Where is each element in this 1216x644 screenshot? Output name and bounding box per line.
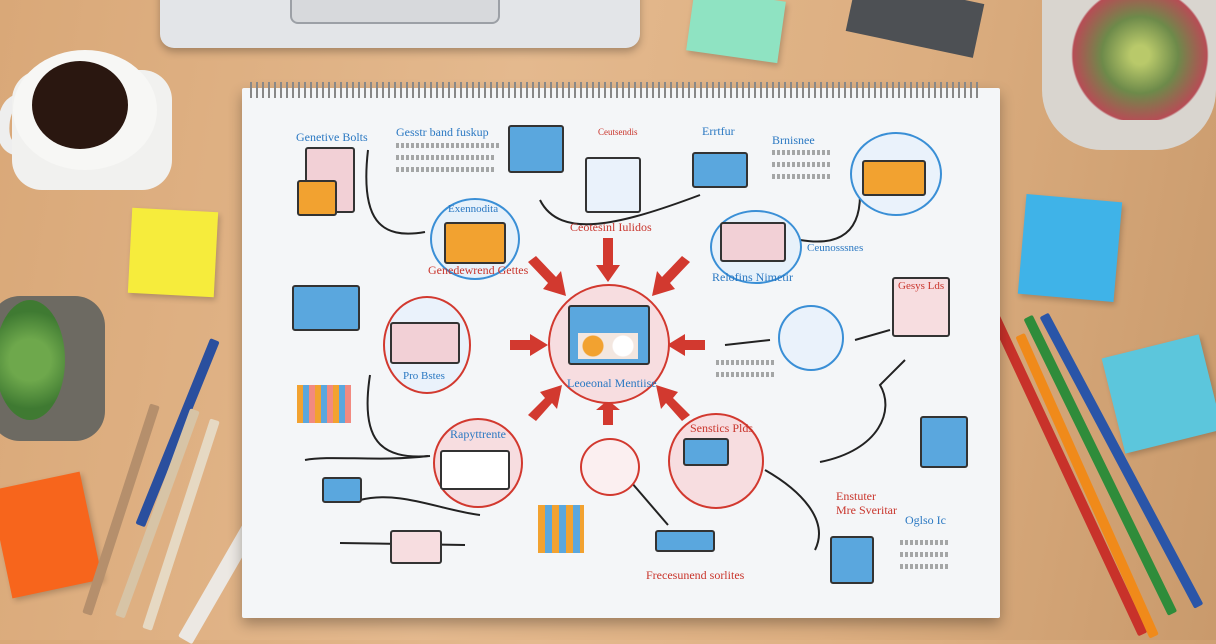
spiral-binding xyxy=(250,82,980,98)
scribble-text xyxy=(900,552,950,557)
label-pro-bstes: Pro Bstes xyxy=(403,370,445,382)
label-oglso: Oglso Ic xyxy=(905,513,946,527)
illustration-docs xyxy=(440,450,510,490)
illustration-pen-tablet xyxy=(508,125,564,173)
label-gesstr: Gesstr band fuskup xyxy=(396,125,489,139)
illustration-monitor xyxy=(692,152,748,188)
illustration-chart-small xyxy=(322,477,362,503)
illustration-bars-bottom xyxy=(538,505,584,553)
illustration-orange-card xyxy=(297,180,337,216)
illustration-cloud xyxy=(655,530,715,552)
label-enstuter: Enstuter xyxy=(836,489,876,503)
scribble-text xyxy=(716,372,776,377)
trackpad xyxy=(290,0,500,24)
label-ceotesinl: Ceotesinl Iulidos xyxy=(570,220,652,234)
label-frecesunend: Frecesunend sorlites xyxy=(646,568,745,582)
label-rapyttrente: Rapyttrente xyxy=(450,427,506,441)
scribble-text xyxy=(772,150,832,155)
illustration-play xyxy=(683,438,729,466)
scribble-text xyxy=(900,540,950,545)
label-brnisnee: Brnisnee xyxy=(772,133,815,147)
illustration-pink-doc xyxy=(720,222,786,262)
illustration-bars-left xyxy=(297,385,351,423)
label-gesys: Gesys Lds xyxy=(898,280,945,292)
scribble-text xyxy=(396,143,501,148)
label-genetive: Genetive Bolts xyxy=(296,130,368,144)
illustration-notes xyxy=(920,416,968,468)
illustration-folder xyxy=(892,277,950,337)
node-small-center xyxy=(580,438,640,496)
scribble-text xyxy=(772,162,832,167)
illustration-laptop xyxy=(390,530,442,564)
scribble-text xyxy=(396,167,494,172)
illustration-tablet xyxy=(830,536,874,584)
label-ceutsendis: Ceutsendis xyxy=(598,127,638,137)
succulent-plant xyxy=(0,300,65,420)
scribble-text xyxy=(716,360,776,365)
scribble-text xyxy=(772,174,832,179)
central-face-icons xyxy=(578,333,638,359)
node-icons-right xyxy=(778,305,844,371)
label-senstics: Senstics Plds xyxy=(690,421,754,435)
label-exennodita: Exennodita xyxy=(448,203,499,215)
scribble-text xyxy=(900,564,950,569)
label-errtfur: Errtfur xyxy=(702,124,735,138)
illustration-bar-chart xyxy=(390,322,460,364)
illustration-window xyxy=(862,160,926,196)
label-mre-sveritar: Mre Sveritar xyxy=(836,503,897,517)
label-relofins: Relofins Nimetir xyxy=(712,270,793,284)
coffee-mug xyxy=(0,50,172,190)
scribble-text xyxy=(396,155,496,160)
laptop xyxy=(160,0,640,48)
label-genedewrend: Genedewrend Gettes xyxy=(428,263,529,277)
illustration-line-chart xyxy=(292,285,360,331)
label-ceunos: Ceunosssnes xyxy=(807,242,864,254)
label-central: Leoeonal Mentiise xyxy=(567,376,657,390)
illustration-server xyxy=(585,157,641,213)
illustration-orange-doc xyxy=(444,222,506,264)
succulent-plant-right xyxy=(1070,0,1210,120)
